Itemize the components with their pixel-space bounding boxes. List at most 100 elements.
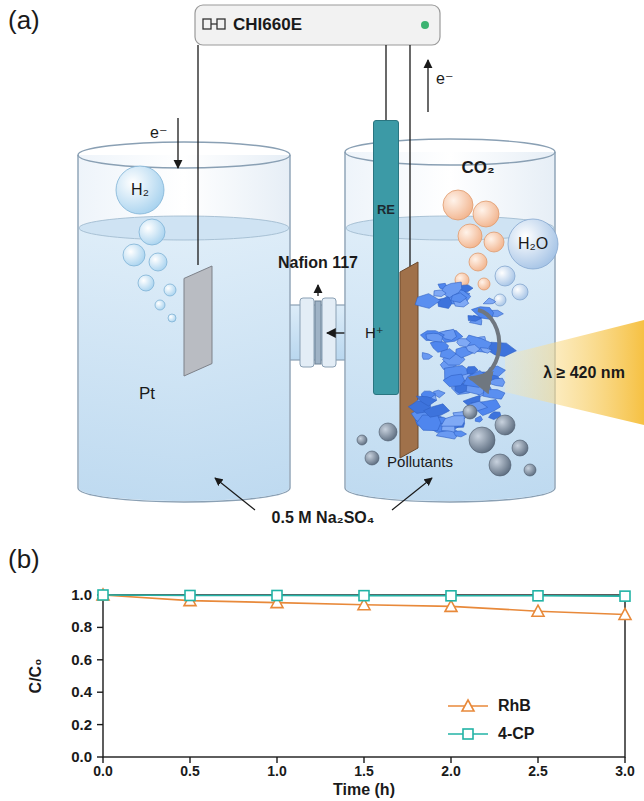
diagram-label: Nafion 117 [278, 254, 358, 272]
x-tick [189, 757, 190, 763]
panel-label: (a) [8, 6, 40, 35]
working-electrode [400, 262, 418, 458]
diagram-label: H₂O [518, 235, 548, 253]
y-tick [97, 724, 103, 725]
data-marker [185, 590, 195, 600]
photocatalyst-film [408, 282, 516, 439]
catalyst-flake [457, 339, 471, 347]
node-text: Pt [139, 385, 169, 404]
legend-text: 4-CP [498, 725, 534, 743]
data-marker [359, 591, 369, 601]
catalyst-flake [453, 431, 466, 437]
catalyst-flake [424, 404, 450, 417]
catalyst-flake [483, 298, 495, 304]
legend-marker [462, 700, 474, 711]
working-electrode-wire [409, 45, 410, 270]
diagram-label: Pollutants [387, 454, 453, 471]
x-tick [450, 757, 451, 763]
legend-samples [448, 700, 488, 739]
tick-label: 1.0 [267, 764, 286, 779]
data-marker [97, 589, 109, 600]
wire [197, 45, 198, 265]
data-marker [533, 591, 543, 601]
catalyst-flake [488, 342, 516, 356]
data-marker [619, 608, 631, 619]
panel-label: (b) [8, 545, 40, 574]
tick-label: 0.5 [180, 764, 199, 779]
diagram-label: 0.5 M Na₂SO₄ [272, 509, 375, 527]
y-tick [97, 659, 103, 660]
tick-label: 3.0 [615, 764, 634, 779]
data-marker [620, 591, 630, 601]
potentiostat-body [195, 5, 440, 45]
node-text: CHI660E [195, 16, 302, 35]
legend-text: RhB [498, 697, 531, 715]
catalyst-flake [483, 389, 505, 399]
data-marker [98, 590, 108, 600]
potentiostat-box: CHI660E [195, 5, 440, 45]
y-tick [97, 627, 103, 628]
diagram-label: H⁺ [365, 325, 384, 342]
nafion-membrane [315, 301, 321, 364]
tick-label: 0.6 [71, 652, 92, 669]
y-tick [97, 692, 103, 693]
pt-electrode: Pt [183, 265, 213, 377]
plot-frame [103, 595, 625, 757]
catalyst-flake [468, 316, 482, 322]
data-marker [445, 600, 457, 611]
catalyst-flake [434, 290, 446, 297]
catalyst-flake [415, 294, 440, 309]
tick-label: 2.5 [528, 764, 547, 779]
electrolyte-leader [215, 478, 255, 510]
catalyst-flake [480, 348, 492, 354]
tick-label: 1.0 [71, 587, 92, 604]
axis-title: C/C₀ [27, 659, 45, 694]
data-marker [446, 591, 456, 601]
catalyst-flake [440, 349, 456, 359]
membrane-leader [317, 285, 318, 296]
x-tick [102, 757, 103, 763]
diagram-label: H₂ [131, 181, 149, 199]
visible-light-beam [505, 320, 644, 425]
axis-title: Time (h) [333, 781, 395, 799]
node-text: RE [374, 203, 398, 217]
tick-label: 0.4 [71, 684, 92, 701]
diagram-label: e⁻ [436, 70, 453, 88]
x-tick [624, 757, 625, 763]
data-marker [272, 590, 282, 600]
catalyst-flake [441, 416, 465, 426]
x-tick [276, 757, 277, 763]
diagram-label: λ ≥ 420 nm [543, 364, 625, 382]
tick-label: 0.0 [71, 749, 92, 766]
water-bubbles [494, 219, 558, 306]
reference-electrode: RE [373, 120, 399, 395]
electron-flow-arrow [427, 60, 428, 112]
diagram-label: e⁻ [150, 124, 167, 142]
tick-label: 0.8 [71, 619, 92, 636]
y-tick [97, 756, 103, 757]
catalyst-flake [417, 415, 441, 431]
tick-label: 0.0 [93, 764, 112, 779]
tick-label: 2.0 [441, 764, 460, 779]
rotation-arrow [470, 310, 499, 378]
wire [385, 45, 386, 120]
catalyst-flake [475, 416, 482, 422]
electrolyte-leader [392, 478, 432, 510]
catalyst-flake [416, 396, 436, 406]
tick-label: 0.2 [71, 716, 92, 733]
x-tick [537, 757, 538, 763]
data-series [97, 589, 631, 619]
data-marker [532, 605, 544, 616]
catalyst-flake [451, 293, 467, 303]
catalyst-flake [437, 297, 452, 308]
power-led [421, 21, 429, 29]
electron-flow-arrow [177, 118, 178, 168]
catalyst-flake [426, 333, 443, 342]
axis-ticks [97, 595, 625, 763]
x-tick [363, 757, 364, 763]
pt-plate [183, 265, 213, 377]
pollutant-particles [357, 405, 536, 476]
